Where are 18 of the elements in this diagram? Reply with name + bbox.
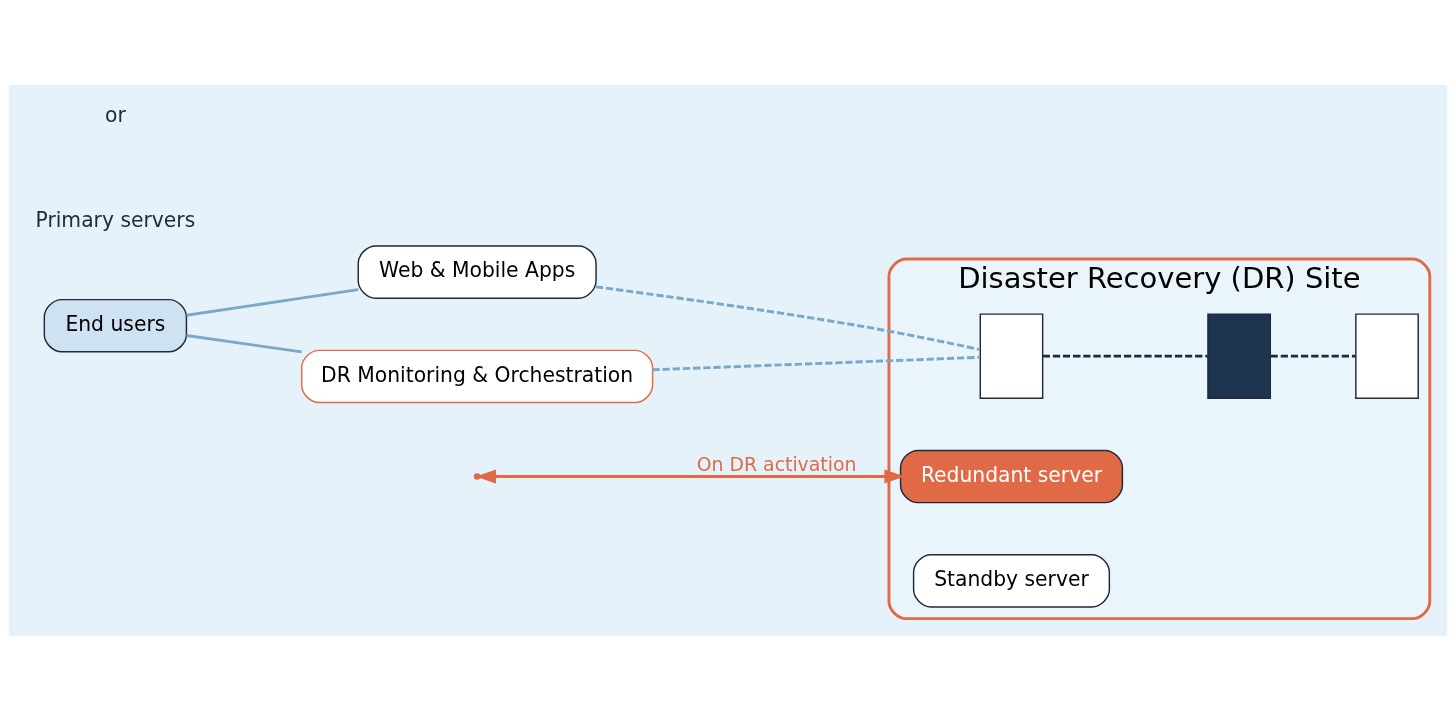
node-box bbox=[1207, 312, 1272, 399]
connector bbox=[1270, 354, 1356, 358]
edge-label: On DR activation bbox=[696, 453, 857, 475]
connector bbox=[652, 355, 980, 371]
label: Primary servers bbox=[35, 207, 196, 232]
node-box: Redundant server bbox=[899, 449, 1124, 503]
node-box: End users bbox=[43, 298, 188, 353]
label: or bbox=[104, 102, 126, 127]
arrow bbox=[475, 468, 905, 484]
connector bbox=[186, 287, 359, 317]
node-box bbox=[979, 312, 1044, 399]
node-box: DR Monitoring & Orchestration bbox=[300, 349, 654, 403]
connector bbox=[186, 333, 302, 353]
node-box: Web & Mobile Apps bbox=[357, 244, 597, 299]
node-box bbox=[1355, 312, 1419, 399]
connector bbox=[1042, 354, 1208, 358]
node-box: Standby server bbox=[912, 553, 1111, 608]
connector bbox=[595, 284, 981, 351]
